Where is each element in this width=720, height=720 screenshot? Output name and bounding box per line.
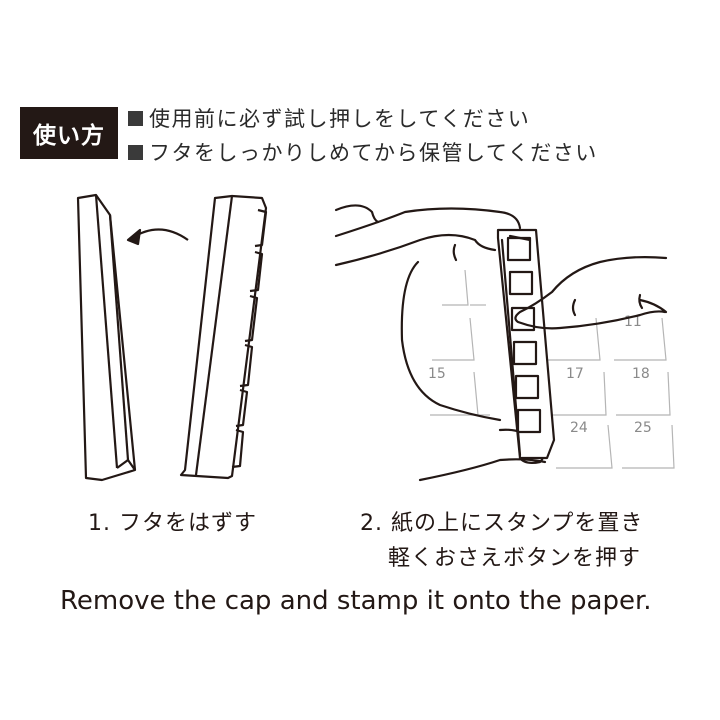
bullet-square-icon: [128, 111, 143, 126]
cap-icon: [76, 193, 137, 482]
english-caption: Remove the cap and stamp it onto the pap…: [60, 586, 652, 616]
calendar-day-24: 24: [570, 420, 588, 436]
step-1-caption: 1. フタをはずす: [88, 511, 257, 536]
stamping-illustration: 11 15 17 18 24 25: [334, 204, 675, 482]
calendar-grid: [430, 269, 675, 469]
calendar-day-17: 17: [566, 366, 584, 382]
usage-note-2-text: フタをしっかりしめてから保管してください: [149, 141, 598, 165]
usage-note-1: 使用前に必ず試し押しをしてください: [128, 103, 530, 133]
bullet-square-icon: [128, 145, 143, 160]
usage-note-1-text: 使用前に必ず試し押しをしてください: [149, 107, 531, 131]
calendar-day-18: 18: [632, 366, 650, 382]
pressing-finger-icon: [514, 256, 668, 330]
stamp-body-icon: [179, 194, 268, 480]
step-2-caption-line-2: 軽くおさえボタンを押す: [388, 546, 642, 571]
stamp-device-icon: [496, 228, 556, 460]
calendar-numbers: 11 15 17 18 24 25: [428, 314, 652, 436]
how-to-use-badge: 使い方: [20, 107, 118, 159]
usage-note-2: フタをしっかりしめてから保管してください: [128, 137, 598, 167]
calendar-day-25: 25: [634, 420, 652, 436]
curved-arrow-icon: [126, 228, 189, 246]
step-2-caption-line-1: 2. 紙の上にスタンプを置き: [360, 511, 644, 536]
calendar-day-15: 15: [428, 366, 446, 382]
